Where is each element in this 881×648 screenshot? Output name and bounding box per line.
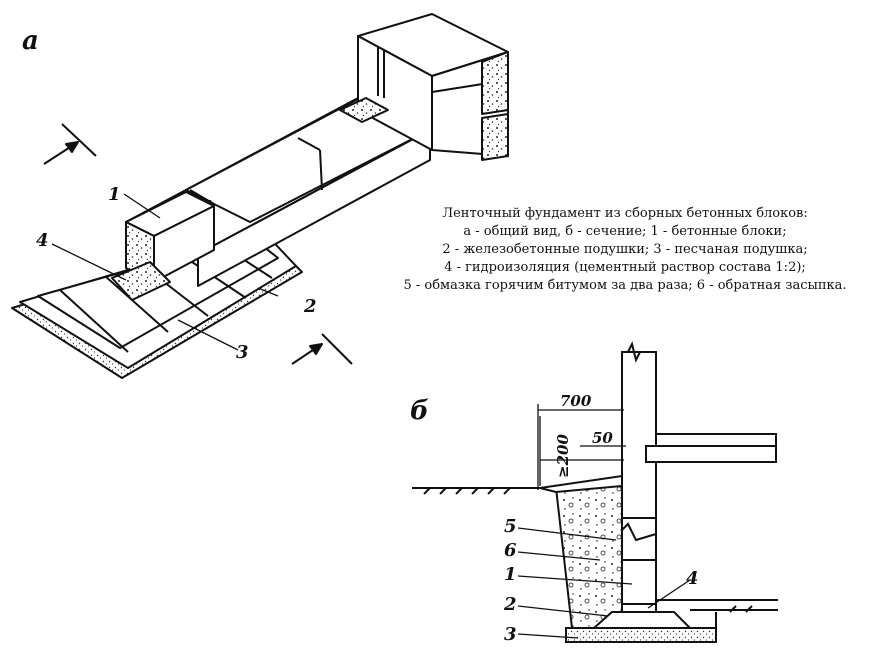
backfill — [554, 476, 623, 629]
callout-b-6: 6 — [504, 540, 517, 561]
dimension-50: 50 — [592, 429, 613, 447]
callout-b-2: 2 — [503, 594, 517, 615]
sand-cushion-b — [565, 627, 717, 643]
view-b-section — [412, 341, 778, 643]
figure-caption: Ленточный фундамент из сборных бетонных … — [378, 205, 872, 295]
wall-blocks — [621, 351, 657, 629]
dimension-700: 700 — [560, 392, 592, 410]
callout-b-1: 1 — [504, 564, 517, 585]
callout-a-3: 3 — [236, 342, 249, 363]
callout-a-2: 2 — [303, 296, 317, 317]
caption-line: 5 - обмазка горячим битумом за два раза;… — [403, 278, 847, 293]
caption-line: а - общий вид, б - сечение; 1 - бетонные… — [463, 224, 787, 239]
caption-line: Ленточный фундамент из сборных бетонных … — [442, 206, 808, 221]
waterproofing-patch — [111, 261, 171, 301]
callout-a-4: 4 — [36, 230, 49, 251]
figure-letter-b: б — [410, 396, 429, 426]
dimension-lines — [537, 404, 626, 490]
view-a-isometric — [11, 13, 509, 379]
callouts-view-b — [517, 527, 691, 639]
concrete-pad-b — [591, 611, 693, 629]
caption-line: 2 - железобетонные подушки; 3 - песчаная… — [442, 242, 808, 257]
block-wall-side — [197, 129, 431, 287]
callout-b-4: 4 — [686, 568, 699, 589]
caption-line: 4 - гидроизоляция (цементный раствор сос… — [444, 260, 806, 275]
callout-a-1: 1 — [108, 184, 121, 205]
blind-area — [539, 474, 623, 494]
dimension-200: ≥200 — [554, 434, 572, 478]
figure-letter-a: а — [22, 26, 39, 56]
callout-b-3: 3 — [504, 624, 517, 645]
callouts-view-a — [51, 193, 279, 351]
floor-slab — [655, 433, 777, 447]
callout-b-5: 5 — [504, 516, 517, 537]
